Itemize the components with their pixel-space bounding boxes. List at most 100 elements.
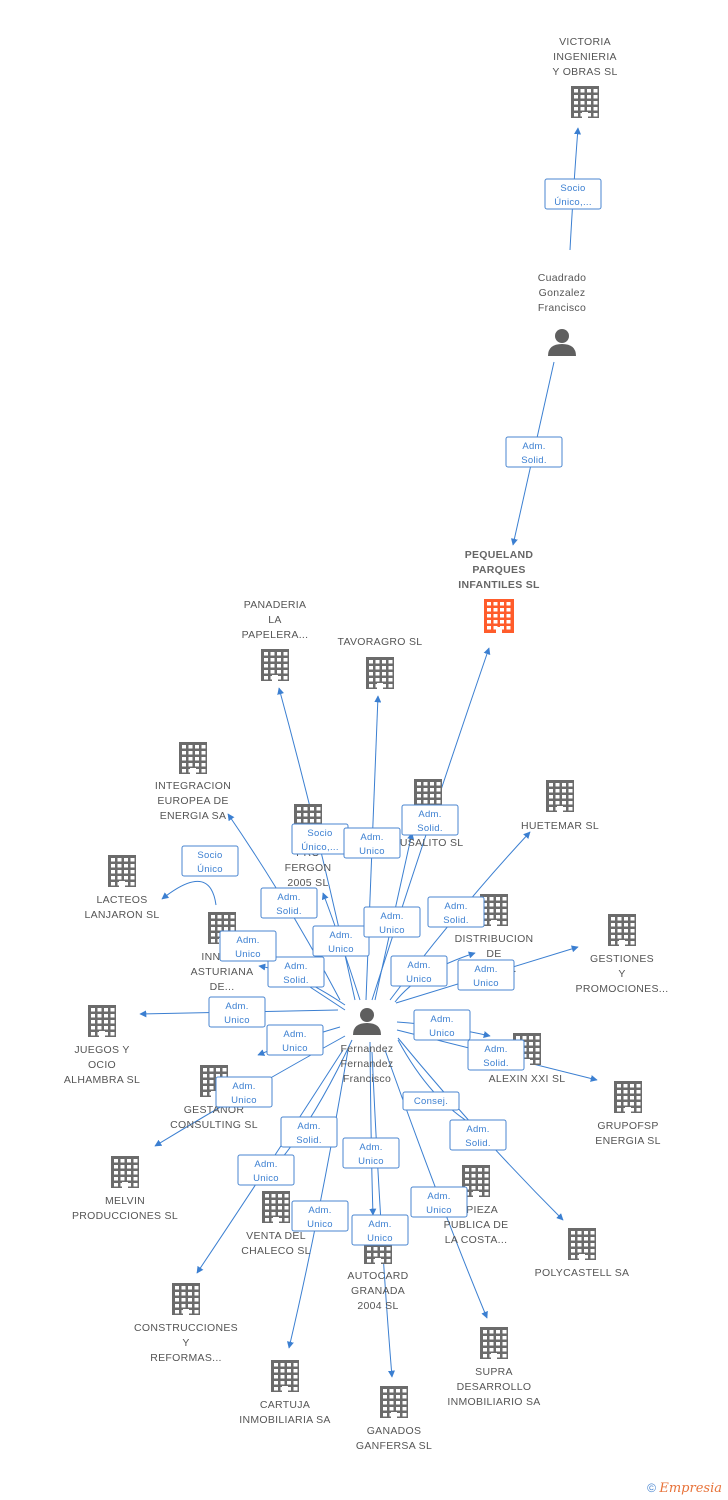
edge-label-text: Adm. xyxy=(368,1219,391,1230)
edge-fernandez-to-cartuja[interactable] xyxy=(287,1049,349,1349)
node-label: GANFERSA SL xyxy=(356,1440,432,1452)
edge-label[interactable]: Adm.Unico xyxy=(266,1024,324,1056)
node-tavoragro[interactable]: TAVORAGRO SL xyxy=(338,636,423,689)
node-label: DISTRIBUCION xyxy=(455,933,534,945)
edge-label[interactable]: Consej. xyxy=(402,1091,460,1111)
copyright-symbol: © xyxy=(647,1481,657,1495)
node-construcciones[interactable]: CONSTRUCCIONESYREFORMAS... xyxy=(134,1283,238,1364)
edge-label[interactable]: Adm. Unico xyxy=(457,959,515,991)
edge-label-text: Adm. xyxy=(297,1121,320,1132)
edge-label[interactable]: Adm.Unico xyxy=(291,1200,349,1232)
node-label: CONSTRUCCIONES xyxy=(134,1322,238,1334)
node-label: TAVORAGRO SL xyxy=(338,636,423,648)
person-icon xyxy=(548,329,576,356)
edge-label[interactable]: SocioÚnico,... xyxy=(291,823,349,855)
building-icon xyxy=(88,1005,116,1037)
node-label: GRANADA xyxy=(351,1285,405,1297)
edge-label-box xyxy=(351,1214,409,1246)
edge-label[interactable]: Adm.Unico xyxy=(208,996,266,1028)
building-icon xyxy=(261,649,289,681)
edge-label[interactable]: Adm. Unico xyxy=(237,1154,295,1186)
edge-label-box xyxy=(237,1154,295,1186)
node-label: JUEGOS Y xyxy=(74,1044,129,1056)
edge-label[interactable]: Adm.Unico xyxy=(215,1076,273,1108)
edge-label-text: Adm. xyxy=(380,911,403,922)
building-icon xyxy=(262,1191,290,1223)
edge-label[interactable]: Adm.Unico xyxy=(351,1214,409,1246)
node-label: DE xyxy=(486,948,501,960)
node-huetemar[interactable]: HUETEMAR SL xyxy=(521,780,599,832)
edge-label[interactable]: Adm.Unico xyxy=(343,827,401,859)
node-label: Fernandez xyxy=(341,1043,394,1055)
edge-label-box xyxy=(427,896,485,928)
edge-label-box xyxy=(457,959,515,991)
node-label: LA COSTA... xyxy=(445,1234,508,1246)
footer-brand[interactable]: © Empresia xyxy=(647,1481,722,1496)
edge-label-box xyxy=(208,996,266,1028)
edge-label-text: Unico xyxy=(282,1043,308,1054)
node-panaderia[interactable]: PANADERIALAPAPELERA... xyxy=(242,599,309,681)
edge-label-text: Unico xyxy=(253,1173,279,1184)
edge-label-text: Adm. xyxy=(232,1081,255,1092)
edge-innova-to-lacteos[interactable] xyxy=(161,881,217,906)
edge-label[interactable]: Adm.Unico xyxy=(312,925,370,957)
edge-label-text: Unico xyxy=(307,1219,333,1230)
edge-label[interactable]: Adm.Unico xyxy=(390,955,448,987)
edge-label[interactable]: Adm.Solid. xyxy=(505,436,563,468)
edge-label-text: Adm. xyxy=(474,964,497,975)
edge-label[interactable]: Adm.Unico xyxy=(410,1186,468,1218)
edge-label-box xyxy=(266,1024,324,1056)
edge-label[interactable]: Adm.Unico xyxy=(363,906,421,938)
edge-label-box xyxy=(390,955,448,987)
node-polycastell[interactable]: POLYCASTELL SA xyxy=(535,1228,630,1279)
edge-label[interactable]: Adm.Solid. xyxy=(267,956,325,988)
building-icon xyxy=(568,1228,596,1260)
edge-label-box xyxy=(312,925,370,957)
edge-label[interactable]: Adm.Unico xyxy=(342,1137,400,1169)
edge-label-text: Adm. xyxy=(254,1159,277,1170)
edge-label[interactable]: Adm.Solid. xyxy=(427,896,485,928)
edge-label-text: Único,... xyxy=(554,197,592,208)
edge-label[interactable]: Adm.Solid. xyxy=(260,887,318,919)
node-label: INTEGRACION xyxy=(155,780,231,792)
node-gestiones[interactable]: GESTIONESYPROMOCIONES... xyxy=(576,914,669,995)
node-label: VICTORIA xyxy=(559,36,611,48)
edge-label-box xyxy=(505,436,563,468)
edge-label[interactable]: Adm. Solid. xyxy=(280,1116,338,1148)
edge-label-text: Unico xyxy=(473,978,499,989)
edge-label-text: Solid. xyxy=(296,1135,322,1146)
edge-label-text: Único,... xyxy=(301,842,339,853)
node-label: LA xyxy=(268,614,281,626)
edge-label[interactable]: Adm.Solid. xyxy=(401,804,459,836)
edge-label-text: Solid. xyxy=(417,823,443,834)
edge-label-text: Solid. xyxy=(276,906,302,917)
edge-label[interactable]: SocioÚnico,... xyxy=(544,178,602,210)
node-label: PROMOCIONES... xyxy=(576,983,669,995)
node-label: AUTOCARD xyxy=(347,1270,408,1282)
node-label: Y xyxy=(182,1337,189,1349)
edge-label[interactable]: Adm.Unico xyxy=(219,930,277,962)
edge-label[interactable]: Adm.Solid. xyxy=(449,1119,507,1151)
edge-label[interactable]: Adm.Solid. xyxy=(467,1039,525,1071)
edge-label[interactable]: Adm.Unico xyxy=(413,1009,471,1041)
edge-label-box xyxy=(291,1200,349,1232)
node-label: PEQUELAND xyxy=(465,549,534,561)
